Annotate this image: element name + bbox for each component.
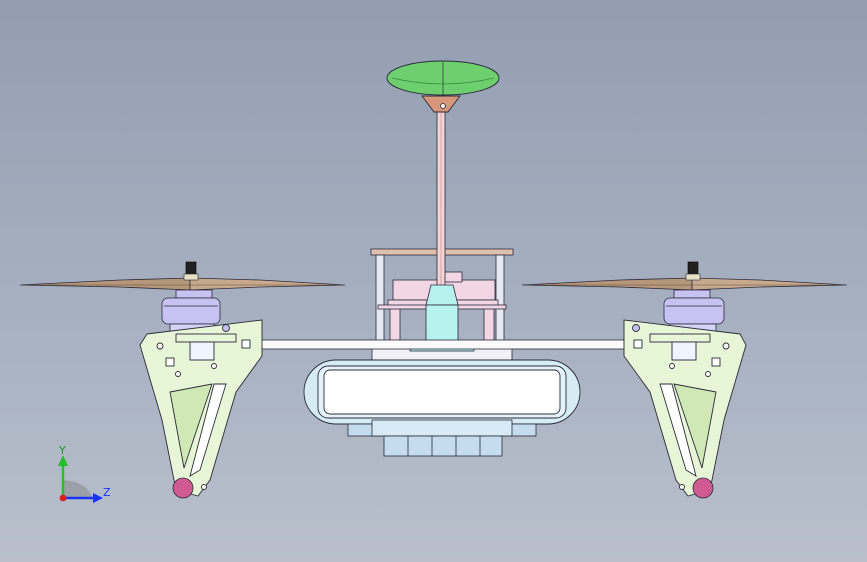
right-propeller — [521, 277, 848, 291]
left-wheel — [172, 477, 194, 499]
left-propeller — [19, 277, 346, 291]
left-landing-leg — [139, 319, 263, 497]
right-landing-leg — [623, 319, 747, 497]
axis-triad: Y Z — [58, 444, 111, 503]
arm-tube — [235, 339, 647, 350]
gps-dome — [386, 60, 500, 113]
right-wheel — [692, 477, 714, 499]
under-boards — [347, 419, 537, 457]
z-axis-label: Z — [103, 486, 111, 499]
y-axis-label: Y — [58, 444, 66, 457]
triad-origin — [59, 494, 67, 502]
battery-pack — [303, 359, 581, 425]
